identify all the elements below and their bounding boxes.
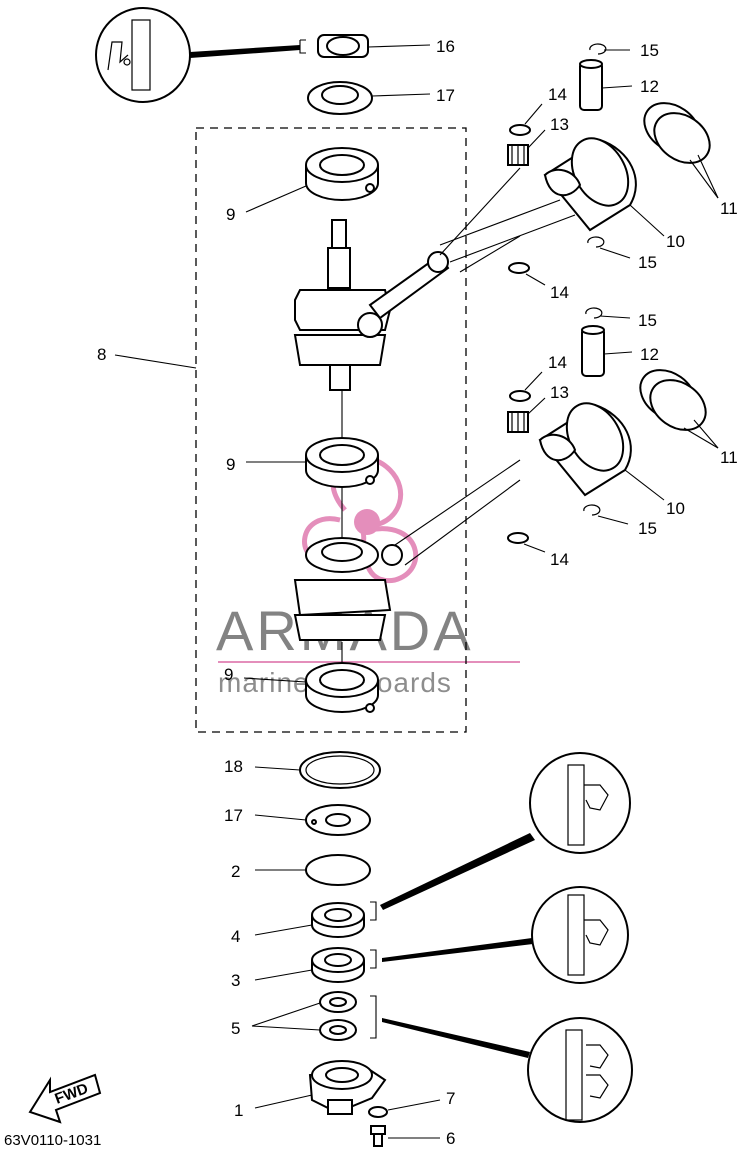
part-10-piston-upper (439, 137, 637, 263)
part-1-lower-bearing-housing (308, 1060, 387, 1115)
crankshaft-assembly-boundary (195, 127, 467, 733)
callout-17-lower: 17 (224, 806, 243, 825)
fwd-arrow: FWD (28, 1073, 102, 1124)
detail-view-seal-4 (380, 752, 631, 910)
part-14-washer-lower-b (507, 532, 529, 544)
callout-6: 6 (446, 1129, 455, 1148)
watermark: ARMADA marine outboards (216, 455, 520, 698)
part-14-washer-lower-a (509, 390, 531, 402)
part-5-oil-seals (319, 991, 377, 1041)
callout-9-lower: 9 (224, 665, 233, 684)
callout-4: 4 (231, 927, 240, 946)
callout-10-upper: 10 (666, 232, 685, 251)
callout-7: 7 (446, 1089, 455, 1108)
part-15-clip-lower-a (585, 307, 603, 319)
part-crankshaft-lower (293, 537, 403, 641)
callout-11-lower: 11 (720, 448, 738, 467)
diagram-code: 63V0110-1031 (4, 1132, 101, 1149)
part-12-piston-pin-lower (581, 325, 605, 377)
part-17-bearing-housing-upper (307, 81, 373, 115)
callout-14-a: 14 (548, 85, 567, 104)
part-11-piston-rings-lower (639, 369, 707, 431)
callout-15-a: 15 (640, 41, 659, 60)
callout-13-a: 13 (550, 115, 569, 134)
part-2-o-ring (305, 854, 371, 886)
callout-5: 5 (231, 1019, 240, 1038)
part-15-clip-upper-b (587, 236, 605, 248)
callout-10-lower: 10 (666, 499, 685, 518)
part-9-bearing-middle (305, 437, 379, 488)
detail-view-top (95, 7, 300, 103)
part-18-gasket (299, 751, 381, 789)
callout-2: 2 (231, 862, 240, 881)
callout-1: 1 (234, 1101, 243, 1120)
callout-13-b: 13 (550, 383, 569, 402)
part-14-washer-upper-a (509, 124, 531, 136)
part-12-piston-pin-upper (579, 59, 603, 111)
callout-16: 16 (436, 37, 455, 56)
callout-15-b: 15 (638, 253, 657, 272)
part-14-washer-upper-b (508, 262, 530, 274)
callout-18: 18 (224, 757, 243, 776)
part-7-washer (368, 1106, 388, 1118)
callout-14-d: 14 (550, 550, 569, 569)
part-13-needle-bearing-lower (507, 411, 529, 433)
part-17-bearing-housing-lower (305, 804, 371, 836)
part-11-piston-rings-upper (643, 102, 711, 164)
callout-17-upper: 17 (436, 86, 455, 105)
callout-3: 3 (231, 971, 240, 990)
part-16-oil-seal (299, 34, 369, 58)
callout-8: 8 (97, 345, 106, 364)
callout-9-middle: 9 (226, 455, 235, 474)
callout-9-upper: 9 (226, 205, 235, 224)
detail-view-seals-5 (382, 1017, 633, 1123)
part-3-oil-seal (311, 947, 377, 983)
callout-14-b: 14 (550, 283, 569, 302)
part-15-clip-upper-a (589, 43, 607, 55)
callout-12-b: 12 (640, 345, 659, 364)
part-10-piston-lower (538, 402, 632, 497)
detail-view-seal-3 (382, 886, 629, 984)
callout-11-upper: 11 (720, 199, 738, 218)
part-13-needle-bearing-upper (507, 144, 529, 166)
part-9-bearing-lower (305, 662, 379, 713)
part-15-clip-lower-b (583, 504, 601, 516)
callout-15-d: 15 (638, 519, 657, 538)
part-crankshaft-upper (293, 219, 450, 391)
part-9-bearing-upper (305, 147, 379, 201)
callout-12-a: 12 (640, 77, 659, 96)
callout-15-c: 15 (638, 311, 657, 330)
part-6-bolt (370, 1125, 386, 1147)
part-4-oil-seal (311, 901, 377, 938)
callout-14-c: 14 (548, 353, 567, 372)
